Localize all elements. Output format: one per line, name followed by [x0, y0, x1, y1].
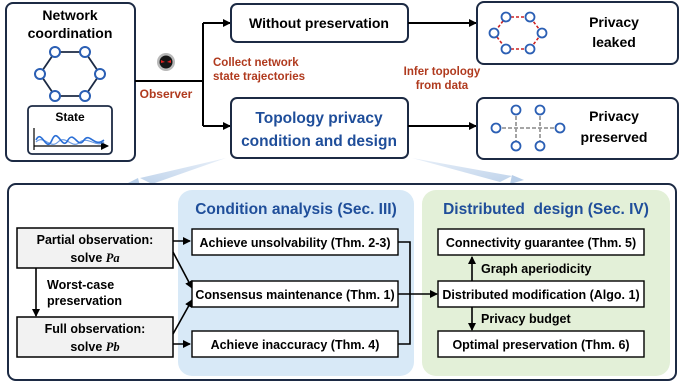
full-observation-line1: Full observation:	[45, 322, 146, 336]
ring-graph-icon	[34, 46, 106, 102]
connectivity-box	[437, 228, 645, 256]
worst-case-line1: Worst-case	[47, 278, 114, 292]
optimal-label: Optimal preservation (Thm. 6)	[452, 338, 629, 352]
topology-privacy-box	[230, 97, 409, 159]
aperiodicity-label: Graph aperiodicity	[481, 262, 591, 276]
budget-label: Privacy budget	[481, 312, 571, 326]
topology-title-line2: condition and design	[241, 133, 397, 150]
partial-solve-text: solve	[70, 251, 105, 265]
leaked-ring-icon	[488, 11, 548, 55]
without-preservation-label: Without preservation	[249, 15, 389, 31]
unsolvability-label: Achieve unsolvability (Thm. 2-3)	[199, 236, 390, 250]
observer-icon	[157, 53, 175, 71]
condition-analysis-title: Condition analysis (Sec. III)	[195, 201, 397, 218]
network-coordination-box: Network coordination State	[5, 2, 136, 162]
infer-label-line1: Infer topology	[404, 66, 481, 78]
collect-label-line1: Collect network	[213, 57, 299, 69]
state-chart-icon: State	[27, 105, 113, 155]
preserved-label-line2: preserved	[581, 129, 648, 145]
network-title-line1: Network	[42, 7, 97, 23]
optimal-box	[437, 330, 645, 358]
connectivity-label: Connectivity guarantee (Thm. 5)	[446, 236, 636, 250]
preserved-graph-icon	[490, 104, 566, 152]
consensus-label: Consensus maintenance (Thm. 1)	[195, 288, 394, 302]
partial-observation-box	[16, 227, 174, 269]
preserved-label-line1: Privacy	[589, 108, 639, 124]
partial-to-consensus-arrow	[172, 251, 193, 289]
partial-observation-line1: Partial observation:	[37, 233, 154, 247]
leaked-label-line1: Privacy	[589, 14, 639, 30]
privacy-leaked-box: Privacy leaked	[476, 1, 679, 65]
partial-observation-line2: solve Pa	[70, 251, 119, 265]
topology-title-line1: Topology privacy	[255, 110, 383, 127]
inaccuracy-label: Achieve inaccuracy (Thm. 4)	[211, 338, 380, 352]
modification-label: Distributed modification (Algo. 1)	[442, 288, 639, 302]
full-solve-text: solve	[70, 340, 105, 354]
expand-beam-right-tip	[510, 175, 524, 184]
privacy-preserved-box: Privacy preserved	[476, 97, 679, 160]
full-observation-box	[16, 316, 174, 358]
leaked-label-line2: leaked	[592, 34, 636, 50]
expand-beam-right	[412, 158, 512, 182]
state-label: State	[55, 110, 85, 124]
modification-box	[437, 280, 645, 308]
partial-variable: Pa	[106, 251, 120, 265]
infer-label-line2: from data	[416, 80, 469, 92]
inaccuracy-connector	[398, 294, 411, 345]
collect-label-line2: state trajectories	[213, 71, 305, 83]
worst-case-line2: preservation	[47, 294, 122, 308]
distributed-design-title: Distributed design (Sec. IV)	[443, 201, 649, 218]
consensus-box	[191, 280, 399, 308]
full-variable: Pb	[106, 340, 120, 354]
full-observation-line2: solve Pb	[70, 340, 119, 354]
expand-beam-left	[140, 158, 226, 184]
unsolvability-box	[191, 228, 399, 256]
network-title-line2: coordination	[28, 25, 113, 41]
full-to-consensus-arrow	[172, 299, 193, 335]
inaccuracy-box	[191, 330, 399, 358]
unsolvability-connector	[398, 241, 411, 294]
observer-label: Observer	[140, 87, 193, 101]
